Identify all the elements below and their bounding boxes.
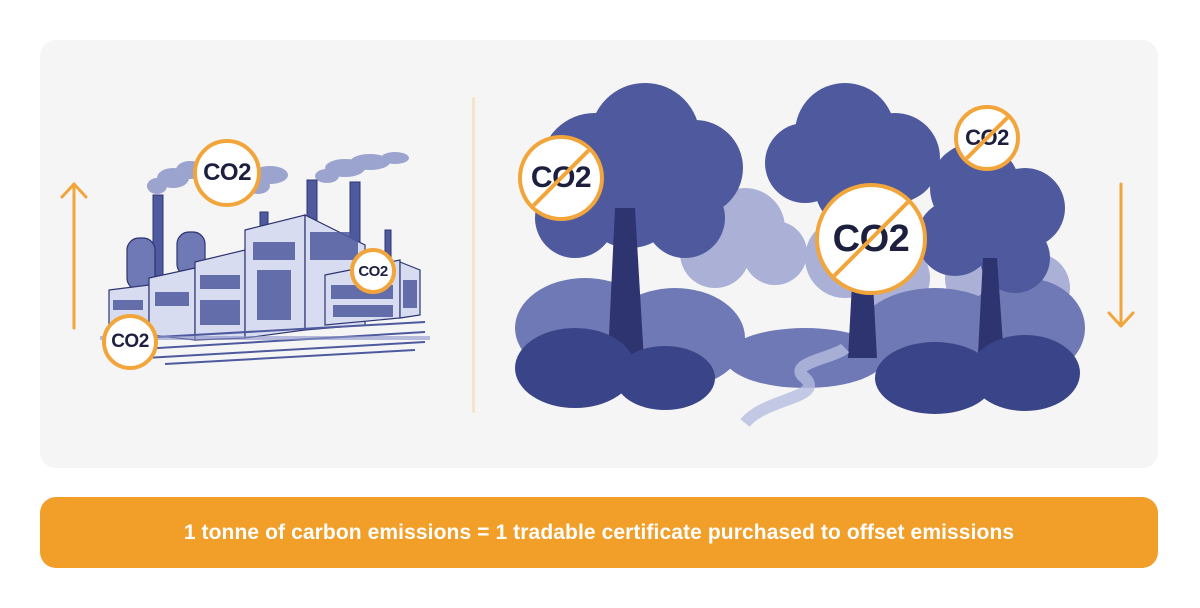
up-arrow-icon [60,182,88,330]
co2-badge: CO2 [193,139,261,207]
co2-badge: CO2 [102,314,158,370]
caption-text: 1 tonne of carbon emissions = 1 tradable… [183,520,1015,544]
co2-crossed-badge: CO2 [815,183,927,295]
caption-banner: 1 tonne of carbon emissions = 1 tradable… [40,497,1158,568]
forest-illustration [515,83,1085,428]
section-divider [472,97,475,413]
co2-crossed-badge: CO2 [518,135,604,221]
down-arrow-icon [1107,182,1135,328]
co2-badge: CO2 [350,248,396,294]
factory-illustration [100,152,430,365]
co2-crossed-badge: CO2 [954,105,1020,171]
